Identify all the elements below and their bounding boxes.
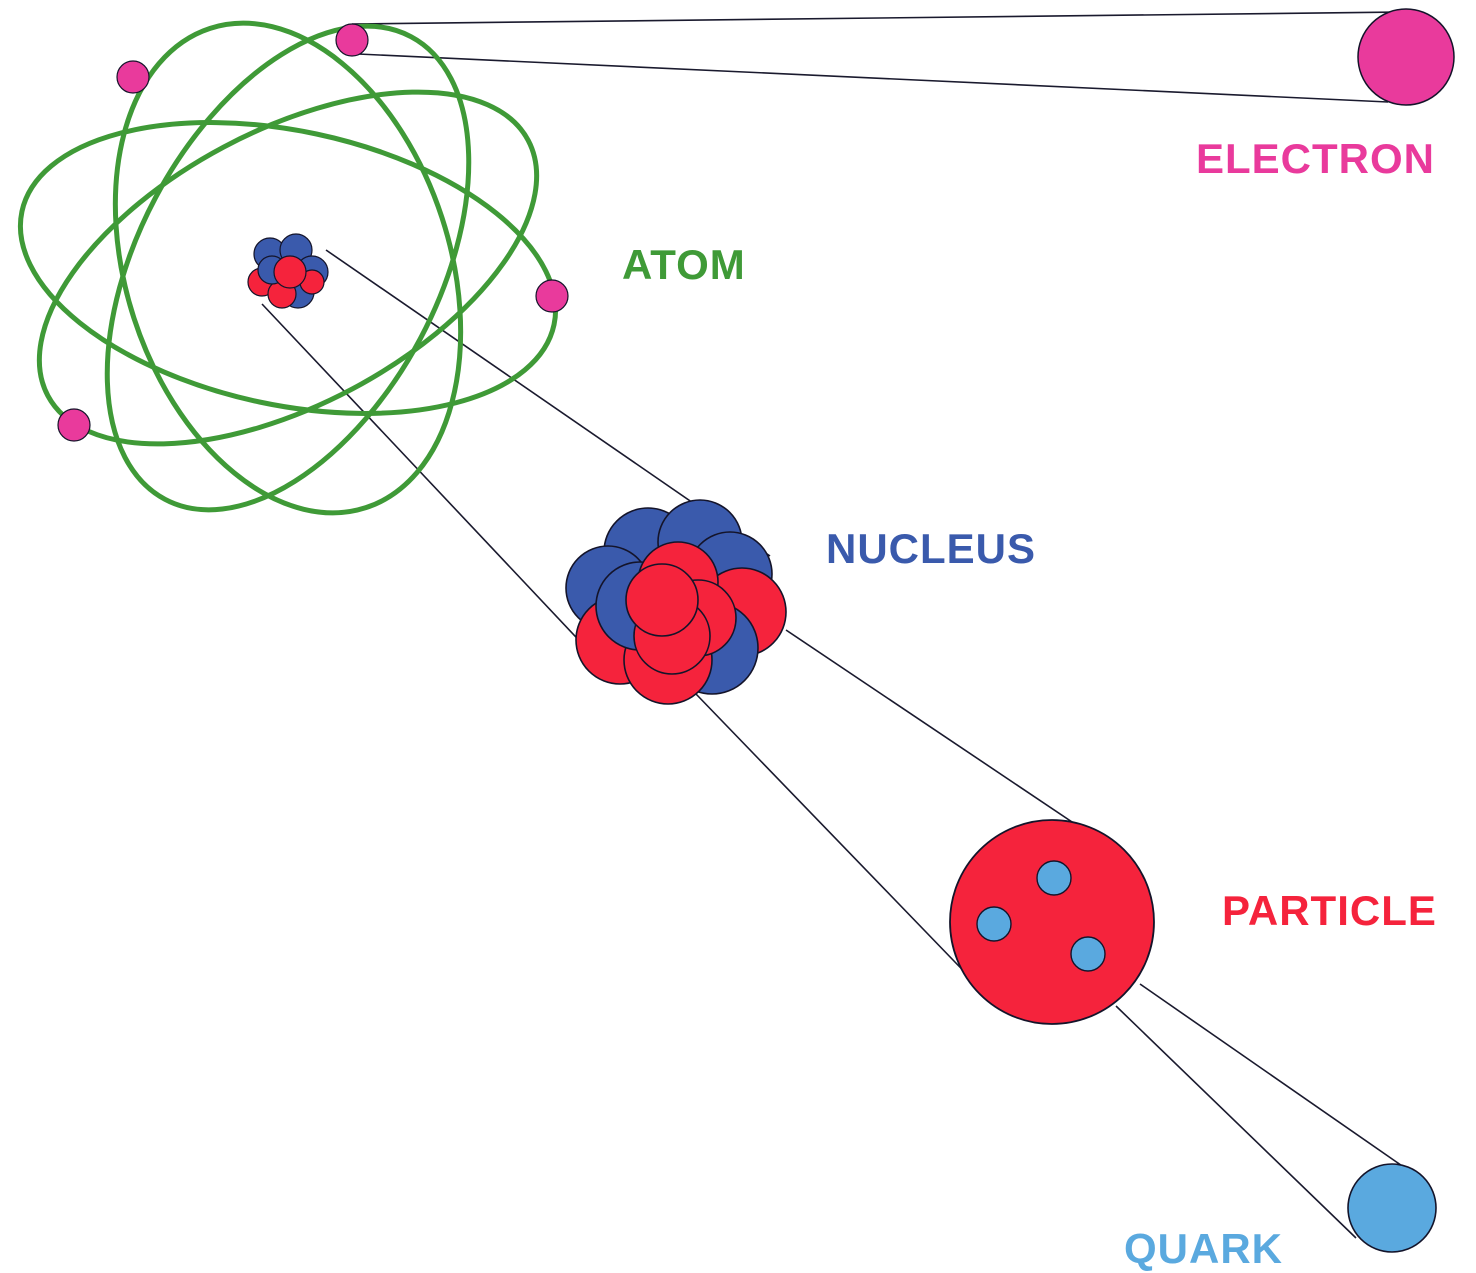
orbit-ring: [17, 120, 559, 416]
zoom-connectors: [261, 11, 1409, 1239]
connector-quark-upper: [1139, 983, 1409, 1171]
quark: [1036, 860, 1072, 896]
label-electron: ELECTRON: [1196, 135, 1435, 182]
quark: [976, 906, 1012, 942]
orbits: [17, 20, 559, 516]
orbit-ring: [112, 20, 464, 516]
connector-nucleus-lower: [261, 303, 591, 653]
electrons: [57, 23, 569, 442]
particle-magnified: [949, 819, 1155, 1025]
proton: [625, 563, 699, 637]
atom: [17, 20, 569, 516]
quark-magnified: [1347, 1163, 1437, 1253]
connector-particle-upper: [785, 629, 1085, 831]
electron: [335, 23, 369, 57]
connector-electron-top: [351, 11, 1407, 25]
connector-quark-lower: [1115, 1005, 1357, 1239]
orbit-ring: [104, 23, 472, 513]
connector-electron-bottom: [357, 53, 1389, 103]
electron: [116, 60, 150, 94]
label-quark: QUARK: [1124, 1225, 1283, 1272]
quark: [1070, 936, 1106, 972]
label-nucleus: NUCLEUS: [826, 525, 1037, 572]
proton: [273, 255, 307, 289]
connector-particle-lower: [695, 693, 983, 991]
nucleus-magnified: [565, 499, 787, 705]
orbit-ring: [36, 89, 540, 447]
electron-magnified: [1357, 8, 1455, 106]
label-atom: ATOM: [622, 241, 746, 288]
atom-nucleus-small: [247, 233, 329, 309]
electron: [57, 408, 91, 442]
electron: [535, 279, 569, 313]
label-particle: PARTICLE: [1222, 887, 1437, 934]
proton: [949, 819, 1155, 1025]
